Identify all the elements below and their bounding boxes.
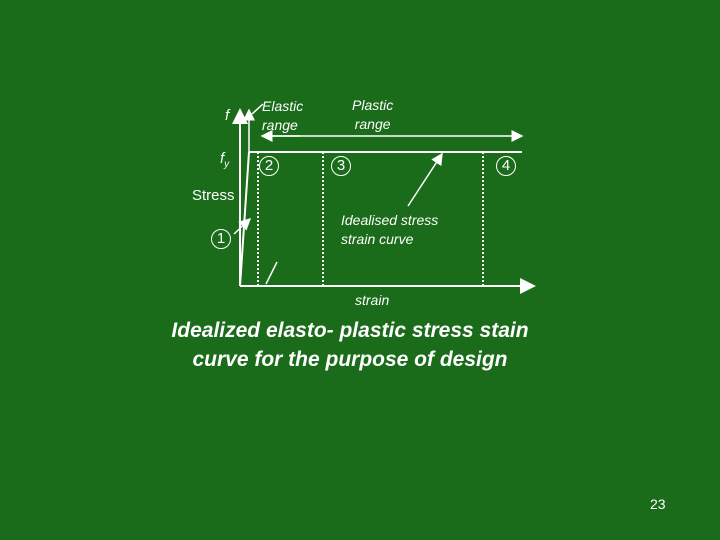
point-marker-3: 3: [331, 156, 351, 176]
axis-label-stress: Stress: [192, 187, 235, 204]
elastic-range-line-1: Elastic: [262, 98, 304, 114]
plastic-range-label: Plastic range: [352, 96, 393, 134]
axis-label-fy-main: f: [220, 150, 225, 167]
point-1-pointer: [233, 217, 252, 235]
elastic-curve-line: [239, 151, 250, 287]
idealised-curve-line-1: Idealised stress: [341, 212, 439, 228]
point-marker-1: 1: [211, 229, 231, 249]
axis-label-fy-sub: y: [224, 159, 230, 170]
idealised-curve-pointer: [407, 152, 443, 207]
plastic-range-line-2: range: [354, 116, 391, 132]
idealised-curve-label: Idealised stress strain curve: [341, 211, 438, 249]
axis-label-f: f: [225, 107, 230, 124]
axis-label-fy: fy: [220, 150, 229, 170]
point-marker-4: 4: [496, 156, 516, 176]
elastic-range-label: Elastic range: [262, 97, 303, 135]
idealised-curve-line-2: strain curve: [341, 231, 414, 247]
point-marker-2: 2: [259, 156, 279, 176]
slide-caption: Idealized elasto- plastic stress stain c…: [171, 319, 529, 371]
elastic-label-pointer: [251, 103, 264, 115]
page-number: 23: [650, 496, 666, 512]
plastic-range-line-1: Plastic: [352, 97, 394, 113]
axis-label-strain: strain: [355, 292, 390, 308]
curve-pointer-lower: [265, 261, 278, 285]
elastic-range-line-2: range: [262, 117, 298, 133]
